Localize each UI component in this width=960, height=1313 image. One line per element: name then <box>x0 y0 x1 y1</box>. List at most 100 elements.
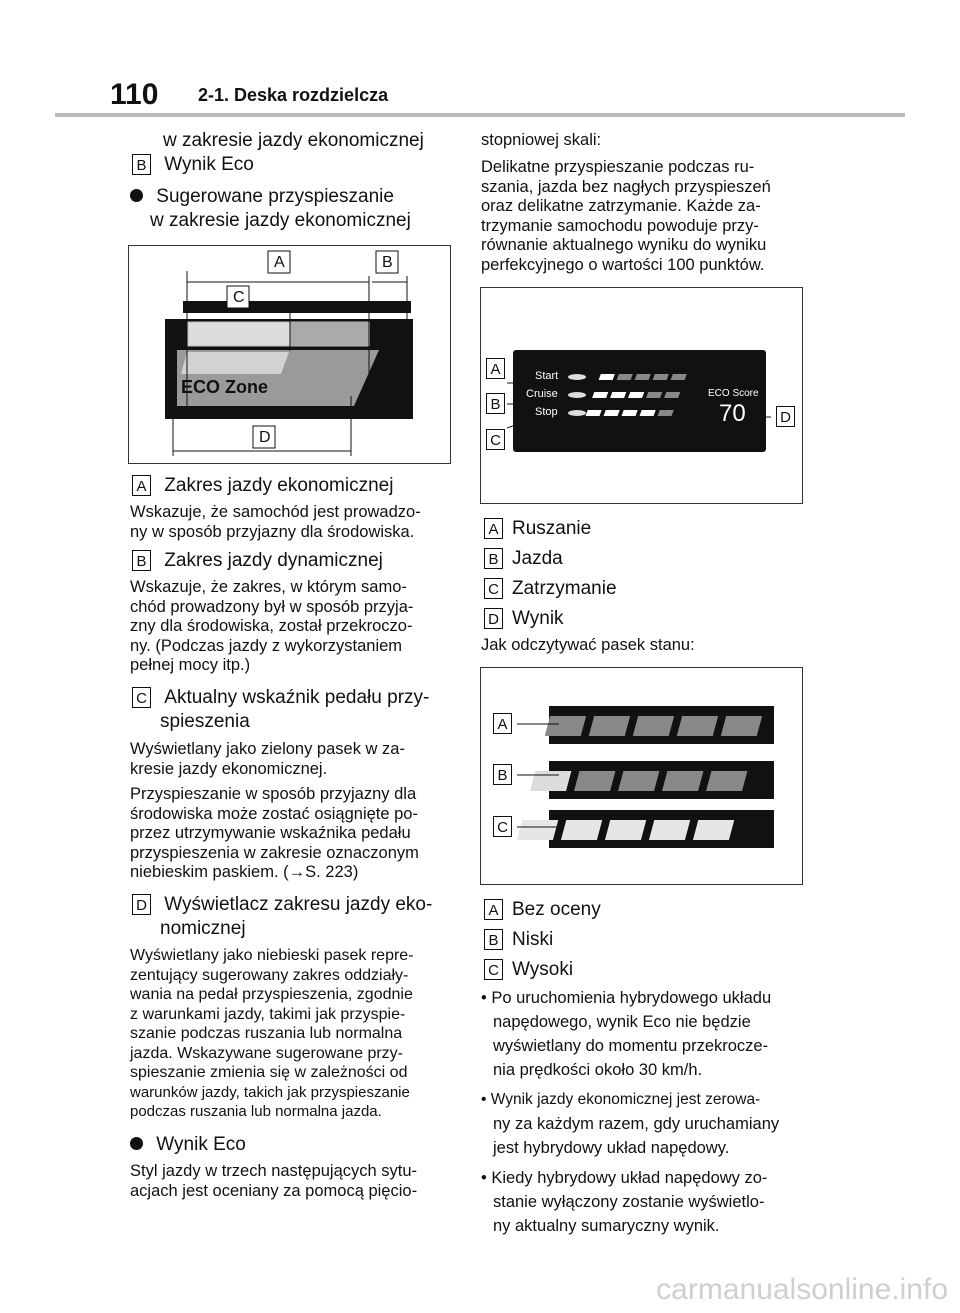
desc-line: niebieskim paskiem. (→S. 223) <box>130 863 359 881</box>
bullet-icon <box>130 189 143 202</box>
desc-line: Wyświetlany jako niebieski pasek repre- <box>130 947 414 964</box>
eco-score-label: ECO Score <box>708 388 759 399</box>
label-b: B <box>132 550 151 571</box>
item-b-desc: Wskazuje, że zakres, w którym samo- chód… <box>130 578 413 676</box>
desc-line: spieszanie zmienia się w zależności od <box>130 1064 408 1081</box>
eco-score-value: 70 <box>719 400 746 427</box>
desc-line: podczas ruszania lub normalna jazda. <box>130 1103 382 1120</box>
desc-line: warunków jazdy, takich jak przyspieszani… <box>130 1083 410 1101</box>
para-line: trzymanie samochodu powoduje przy- <box>481 216 759 235</box>
desc-line: Wyświetlany jako zielony pasek w za- <box>130 740 405 758</box>
desc-line: kresie jazdy ekonomicznej. <box>130 759 328 778</box>
label-a: A <box>484 518 503 539</box>
label-c: C <box>484 578 503 599</box>
note: • Po uruchomienia hybrydowego układu nap… <box>481 986 779 1082</box>
item-d-desc: Wyświetlany jako niebieski pasek repre- … <box>130 946 414 1122</box>
item-text: Wynik <box>512 608 564 629</box>
desc-line: Styl jazdy w trzech następujących sytu- <box>130 1162 418 1180</box>
page-number: 110 <box>110 78 159 111</box>
item-a-row: A Zakres jazdy ekonomicznej <box>132 474 393 498</box>
cruise-label: Cruise <box>526 388 558 400</box>
note-line: stanie wyłączony zostanie wyświetlo- <box>493 1193 765 1211</box>
fig2-label-a: A <box>486 358 505 379</box>
note: • Wynik jazdy ekonomicznej jest zerowa- … <box>481 1088 779 1160</box>
bullet2-desc: Styl jazdy w trzech następujących sytu- … <box>130 1162 417 1201</box>
item-b2-row: B Zakres jazdy dynamicznej <box>132 549 383 573</box>
fig2-label-b: B <box>486 393 505 414</box>
eco-score-figure: Start Cruise Stop ECO Score 70 <box>480 287 803 504</box>
bullet-title: Sugerowane przyspieszanie <box>156 186 394 207</box>
desc-line: z warunkami jazdy, takimi jak przyspie- <box>130 1005 406 1023</box>
item-title-cont: nomicznej <box>160 918 246 939</box>
item-text: Wysoki <box>512 959 574 980</box>
desc-line: zentujący sugerowany zakres oddziały- <box>130 966 409 984</box>
bullet-title: Wynik Eco <box>156 1134 246 1155</box>
bullet-heading-2: Wynik Eco <box>130 1133 246 1157</box>
item-title: Aktualny wskaźnik pedału przy- <box>164 687 430 708</box>
label-b: B <box>484 548 503 569</box>
intro-text: stopniowej skali: <box>481 131 602 149</box>
eco-zone-figure: A B C D ECO Zone <box>128 245 451 464</box>
label-d: D <box>132 894 151 915</box>
para-line: perfekcyjnego o wartości 100 punktów. <box>481 255 765 274</box>
note-line: ny za każdym razem, gdy uruchamiany <box>493 1115 780 1133</box>
start-label: Start <box>535 370 559 382</box>
stop-label: Stop <box>535 406 558 418</box>
bullet-title-cont: w zakresie jazdy ekonomicznej <box>150 210 411 231</box>
watermark: carmanualsonline.info <box>656 1273 948 1306</box>
fig1-label-d: D <box>259 429 271 446</box>
para-line: równanie aktualnego wyniku do wyniku <box>481 236 767 254</box>
label-b: B <box>484 929 503 950</box>
fig1-label-c: C <box>233 289 245 306</box>
notes-list: • Po uruchomienia hybrydowego układu nap… <box>481 986 779 1238</box>
desc-line: Przyspieszanie w sposób przyjazny dla <box>130 785 417 803</box>
label-a: A <box>132 475 151 496</box>
fig3-label-b: B <box>493 764 512 785</box>
section-title: 2-1. Deska rozdzielcza <box>198 85 389 105</box>
desc-line: Wskazuje, że zakres, w którym samo- <box>130 578 407 596</box>
note-line: napędowego, wynik Eco nie będzie <box>493 1013 751 1031</box>
item-c-row: C Aktualny wskaźnik pedału przy- <box>132 686 429 710</box>
label-d: D <box>484 608 503 629</box>
desc-line: ny. (Podczas jazdy z wykorzystaniem <box>130 636 403 655</box>
desc-line: acjach jest oceniany za pomocą pięcio- <box>130 1181 418 1200</box>
text-line: w zakresie jazdy ekonomicznej <box>163 130 424 151</box>
list-item: B Niski <box>484 925 601 955</box>
eco-zone-text: ECO Zone <box>181 377 269 397</box>
list-item: D Wynik <box>484 604 617 634</box>
item-title: Zakres jazdy dynamicznej <box>164 550 383 571</box>
item-b-row: B Wynik Eco <box>132 153 254 177</box>
para-line: Delikatne przyspieszanie podczas ru- <box>481 158 755 176</box>
para-line: szania, jazda bez nagłych przyspieszeń <box>481 177 771 196</box>
item-title: Zakres jazdy ekonomicznej <box>164 475 394 496</box>
fig3-label-a: A <box>493 713 512 734</box>
item-c-desc2: Przyspieszanie w sposób przyjazny dla śr… <box>130 785 419 883</box>
item-text: Bez oceny <box>512 899 601 920</box>
note-line: ny aktualny sumaryczny wynik. <box>493 1217 720 1235</box>
header-rule <box>55 113 905 117</box>
status-bar-figure: A B C <box>480 667 803 885</box>
fig1-label-b: B <box>382 254 393 271</box>
display-screen: Start Cruise Stop ECO Score 70 <box>513 350 766 452</box>
desc-line: szanie podczas ruszania lub normalna <box>130 1025 403 1042</box>
bullet-heading: Sugerowane przyspieszanie <box>130 185 394 209</box>
note-line: • Po uruchomienia hybrydowego układu <box>481 989 772 1007</box>
desc-line: pełnej mocy itp.) <box>130 656 251 674</box>
note-line: nia prędkości około 30 km/h. <box>493 1061 703 1079</box>
status-intro: Jak odczytywać pasek stanu: <box>481 636 695 654</box>
desc-line: środowiska może zostać osiągnięte po- <box>130 804 418 823</box>
note-line: • Wynik jazdy ekonomicznej jest zerowa- <box>481 1091 761 1108</box>
note-line: wyświetlany do momentu przekrocze- <box>493 1037 769 1055</box>
bullet-icon <box>130 1137 143 1150</box>
fig1-label-a: A <box>274 254 285 271</box>
item-c-desc1: Wyświetlany jako zielony pasek w za- kre… <box>130 740 405 779</box>
desc-line: jazda. Wskazywane sugerowane przy- <box>130 1044 404 1062</box>
item-text: Niski <box>512 929 554 950</box>
desc-line: wania na pedał przyspieszenia, zgodnie <box>130 986 413 1003</box>
item-title: Wyświetlacz zakresu jazdy eko- <box>164 894 433 915</box>
